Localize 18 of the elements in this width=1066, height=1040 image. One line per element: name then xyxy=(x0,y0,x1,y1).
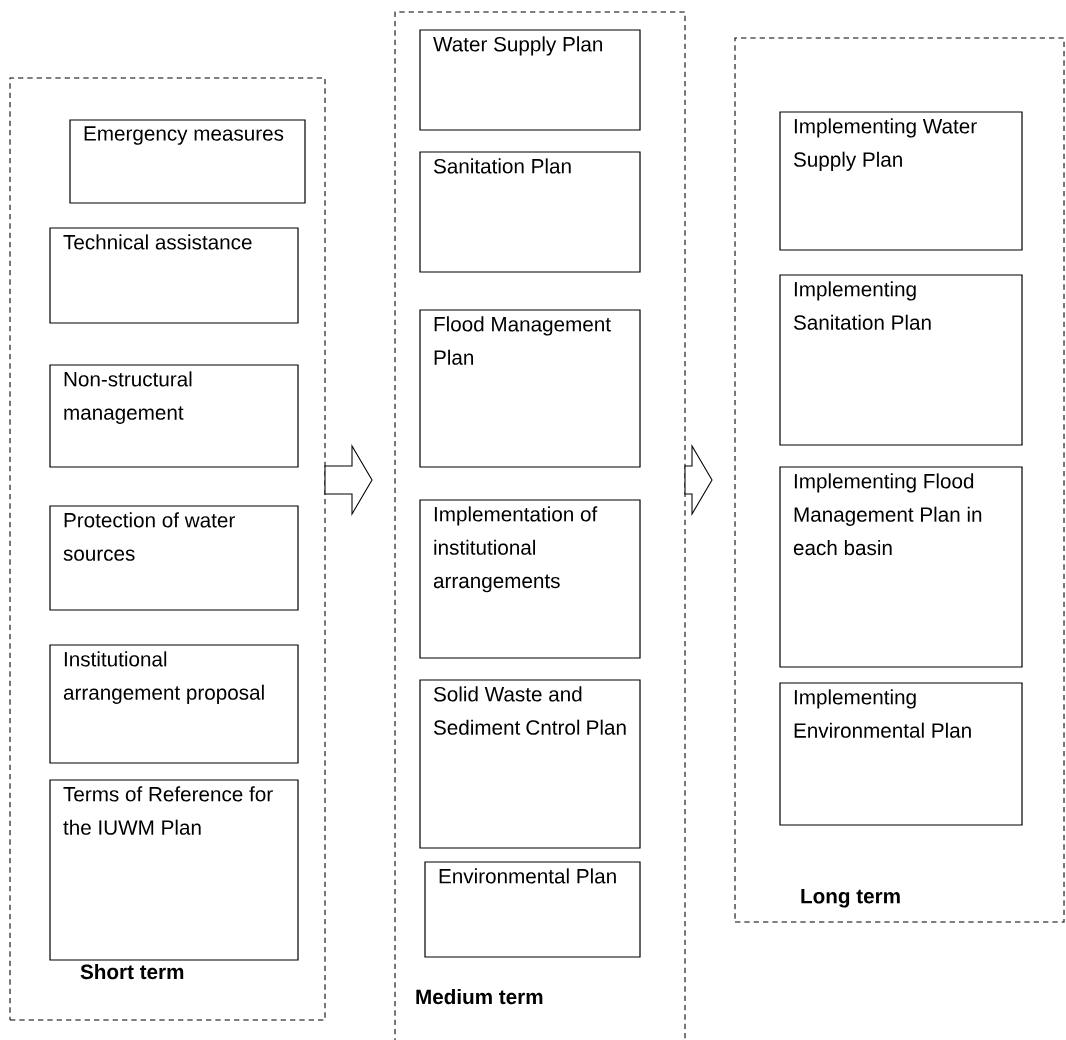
plan-box: Flood Management Plan xyxy=(419,309,641,468)
plan-box: Environmental Plan xyxy=(424,861,641,958)
plan-box: Implementing Environmental Plan xyxy=(779,682,1023,826)
plan-box: Sanitation Plan xyxy=(419,151,641,273)
plan-box: Technical assistance xyxy=(49,227,299,324)
plan-box: Implementing Sanitation Plan xyxy=(779,274,1023,446)
plan-box: Non-structural management xyxy=(49,364,299,468)
plan-box: Emergency measures xyxy=(69,119,306,204)
plan-box: Solid Waste and Sediment Cntrol Plan xyxy=(419,679,641,849)
plan-box: Implementing Water Supply Plan xyxy=(779,111,1023,251)
plan-box: Terms of Reference for the IUWM Plan xyxy=(49,779,299,961)
block-arrow xyxy=(684,444,713,516)
block-arrow xyxy=(324,444,373,516)
plan-box: Institutional arrangement proposal xyxy=(49,644,299,764)
plan-box: Water Supply Plan xyxy=(419,29,641,131)
plan-box: Protection of water sources xyxy=(49,505,299,611)
plan-box: Implementation of institutional arrangements xyxy=(419,499,641,659)
plan-box: Implementing Flood Management Plan in each basin xyxy=(779,466,1023,668)
